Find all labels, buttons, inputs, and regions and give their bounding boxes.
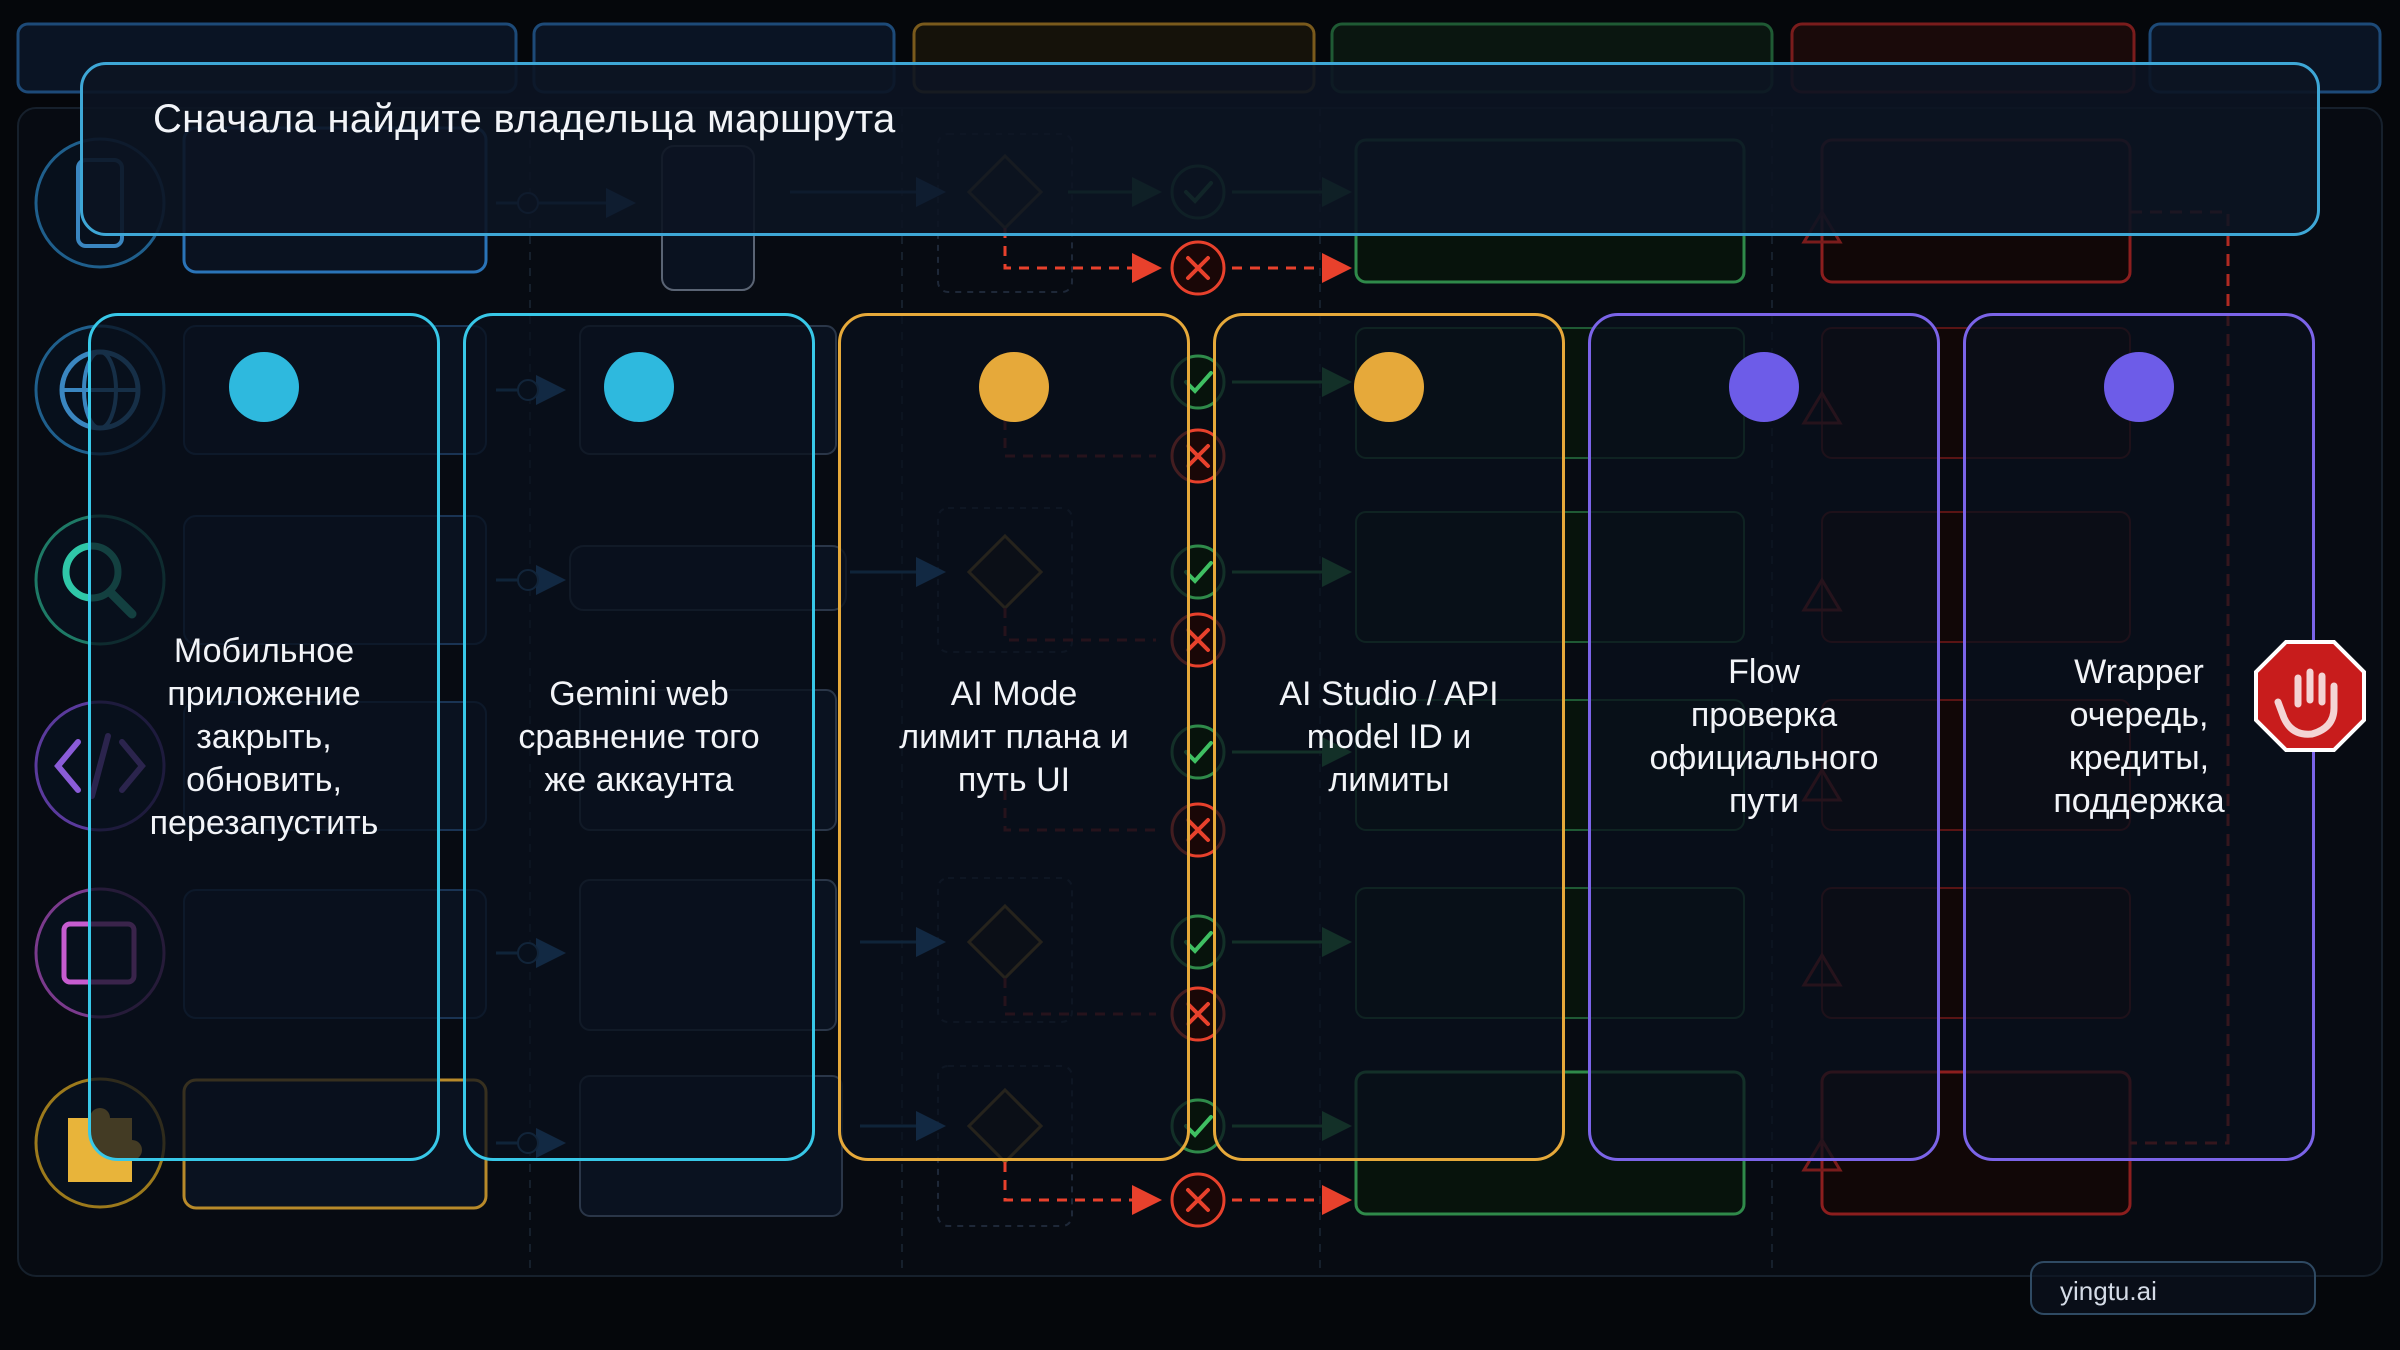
title-bar: Сначала найдите владельца маршрута: [80, 62, 2320, 236]
route-card-label: AI Studio / API model ID и лимиты: [1279, 674, 1499, 799]
route-card-label: Gemini web сравнение того же аккаунта: [518, 674, 760, 799]
route-card-label: Flow проверка официального пути: [1649, 653, 1879, 820]
watermark: yingtu.ai: [2030, 1261, 2316, 1315]
route-card-label: Wrapper очередь, кредиты, поддержка: [2053, 653, 2225, 820]
route-card-label: Мобильное приложение закрыть, обновить, …: [149, 631, 379, 842]
route-card: Flow проверка официального пути: [1588, 313, 1940, 1161]
status-dot: [229, 352, 299, 422]
status-dot: [1354, 352, 1424, 422]
route-card: AI Mode лимит плана и путь UI: [838, 313, 1190, 1161]
status-dot: [2104, 352, 2174, 422]
status-dot: [979, 352, 1049, 422]
status-dot: [1729, 352, 1799, 422]
status-dot: [604, 352, 674, 422]
route-card-label: AI Mode лимит плана и путь UI: [899, 674, 1129, 799]
watermark-text: yingtu.ai: [2060, 1276, 2157, 1306]
route-card: Мобильное приложение закрыть, обновить, …: [88, 313, 440, 1161]
page-title: Сначала найдите владельца маршрута: [153, 97, 896, 141]
route-card: AI Studio / API model ID и лимиты: [1213, 313, 1565, 1161]
route-card: Wrapper очередь, кредиты, поддержка: [1963, 313, 2315, 1161]
stop-hand-icon: [2254, 640, 2366, 752]
route-card: Gemini web сравнение того же аккаунта: [463, 313, 815, 1161]
